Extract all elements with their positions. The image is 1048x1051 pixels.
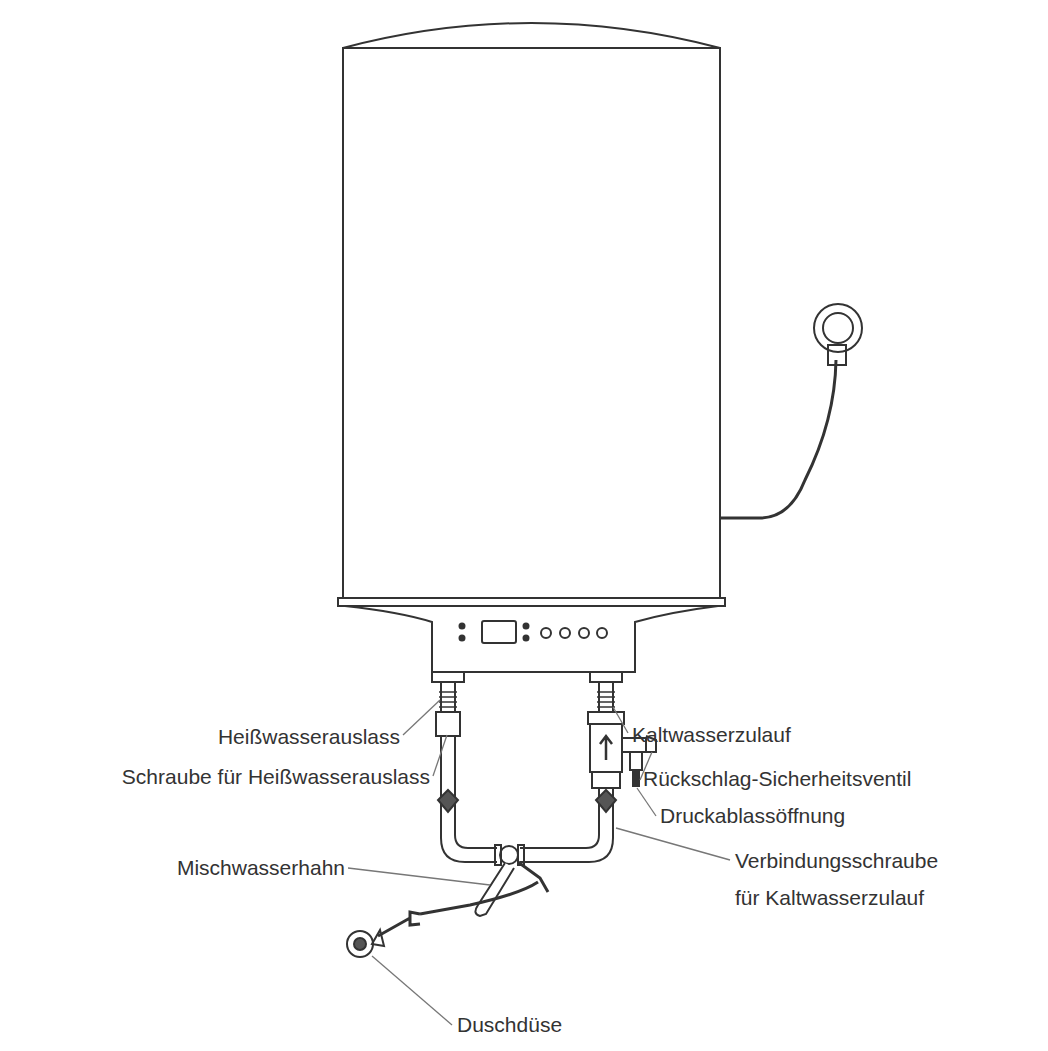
- thread: [439, 692, 457, 707]
- outlet-label: Heißwasserauslass: [218, 718, 400, 755]
- hot-nut: [436, 712, 460, 736]
- shower-nozzle: [354, 938, 366, 950]
- plug-neck: [828, 345, 846, 365]
- mixer-label: Mischwasserhahn: [177, 849, 345, 886]
- mixer-body: [500, 846, 518, 864]
- indicator: [460, 636, 465, 641]
- tank-body: [343, 48, 720, 598]
- pipe-clip: [438, 790, 458, 812]
- hot-flange: [432, 672, 464, 682]
- button: [579, 628, 589, 638]
- flow-arrow: [600, 736, 612, 760]
- mixer-lever: [475, 863, 514, 916]
- drain-label: Druckablassöffnung: [660, 797, 845, 834]
- shower-nozzle: [347, 931, 373, 957]
- inlet-label: Kaltwasserzulauf: [632, 716, 791, 753]
- nozzle-label: Duschdüse: [457, 1006, 562, 1043]
- indicator: [524, 636, 529, 641]
- cold-flange: [590, 672, 622, 682]
- shower-hose: [378, 862, 548, 936]
- screw-label: Schraube für Heißwasserauslass: [122, 758, 430, 795]
- drain-outlet: [633, 770, 639, 786]
- indicator: [524, 624, 529, 629]
- drain-outlet: [630, 752, 642, 770]
- valve-label: Rückschlag-Sicherheitsventil: [643, 760, 911, 797]
- display: [482, 621, 516, 643]
- control-housing: [345, 606, 718, 672]
- plug: [814, 304, 862, 352]
- connector-label: Verbindungsschraube für Kaltwasserzulauf: [735, 842, 950, 916]
- tank-rim: [338, 598, 725, 606]
- button: [597, 628, 607, 638]
- tank-dome: [343, 23, 720, 48]
- button: [541, 628, 551, 638]
- plug: [823, 313, 853, 343]
- power-cable: [720, 360, 836, 518]
- button: [560, 628, 570, 638]
- valve-nut: [592, 772, 620, 788]
- thread: [597, 692, 615, 707]
- safety-valve-body: [590, 724, 622, 772]
- pipe-clip: [596, 790, 616, 812]
- leader-lines: [348, 700, 730, 1025]
- indicator: [460, 624, 465, 629]
